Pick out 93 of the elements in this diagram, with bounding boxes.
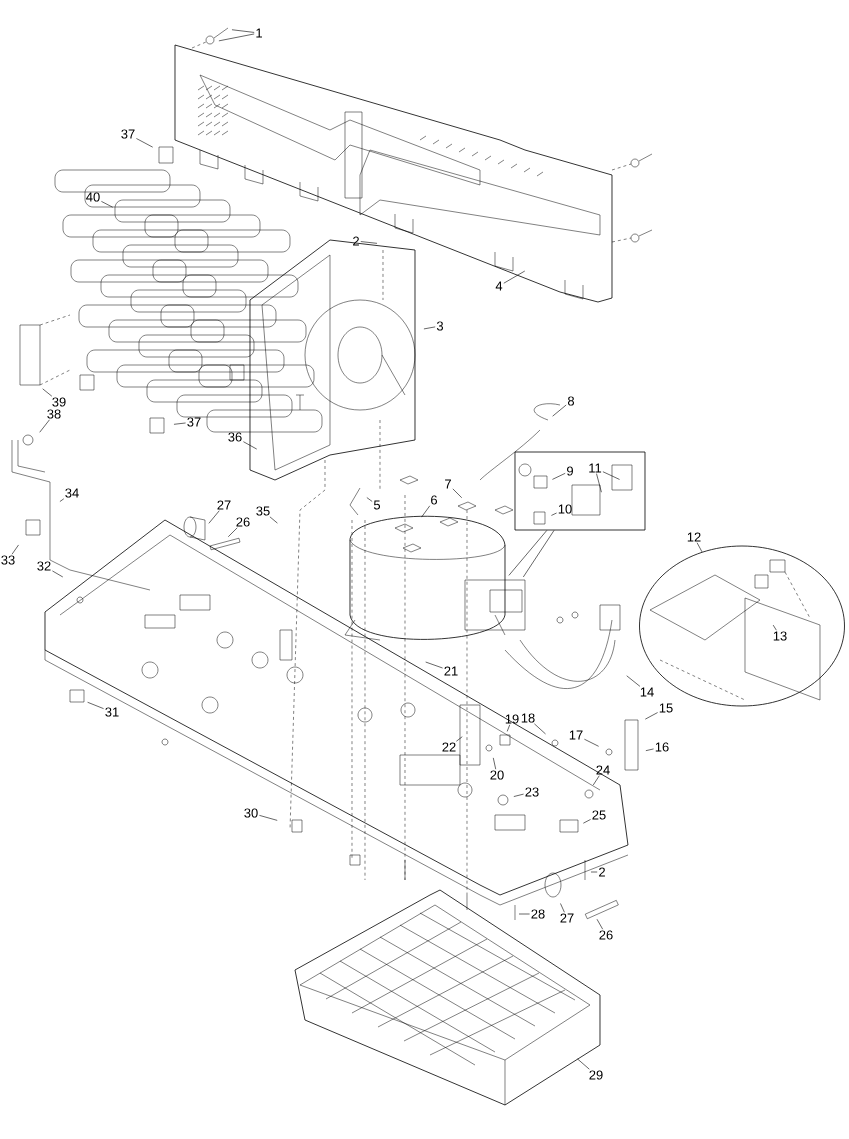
leader-line bbox=[87, 701, 104, 709]
callout-number: 8 bbox=[567, 396, 575, 406]
leader-line bbox=[772, 624, 777, 631]
leader-line bbox=[231, 29, 255, 33]
leader-line bbox=[208, 510, 220, 524]
leader-line bbox=[59, 498, 65, 502]
leader-line bbox=[101, 201, 113, 208]
leader-line bbox=[577, 1058, 590, 1070]
leader-line bbox=[552, 473, 566, 480]
callout-number: 3 bbox=[436, 321, 444, 331]
callout-number: 33 bbox=[1, 555, 15, 565]
callout-number: 26 bbox=[236, 517, 250, 527]
leader-line bbox=[645, 712, 658, 720]
leader-line bbox=[259, 815, 278, 821]
callout-number: 32 bbox=[37, 561, 51, 571]
callout-number: 19 bbox=[505, 714, 519, 724]
callout-number: 13 bbox=[773, 631, 787, 641]
callout-number: 23 bbox=[525, 787, 539, 797]
callout-number: 16 bbox=[655, 742, 669, 752]
callout-number: 27 bbox=[560, 913, 574, 923]
leader-line bbox=[513, 793, 524, 797]
callout-number: 25 bbox=[592, 810, 606, 820]
leader-line bbox=[590, 871, 598, 873]
leader-line bbox=[551, 512, 557, 516]
callout-number: 9 bbox=[567, 466, 573, 476]
leader-line bbox=[508, 530, 548, 576]
leader-line bbox=[366, 497, 373, 502]
leader-line bbox=[52, 570, 64, 578]
leader-line bbox=[218, 33, 255, 42]
callout-number: 30 bbox=[244, 808, 258, 818]
leader-line bbox=[583, 819, 591, 824]
leader-line bbox=[602, 471, 620, 480]
callout-number: 37 bbox=[187, 417, 201, 427]
callout-number: 39 bbox=[52, 397, 66, 407]
leader-line bbox=[534, 723, 546, 735]
leader-line bbox=[596, 473, 602, 493]
callout-number: 1 bbox=[256, 28, 262, 38]
leader-line bbox=[626, 675, 641, 687]
callout-number: 11 bbox=[589, 463, 602, 473]
callout-number: 12 bbox=[687, 532, 701, 542]
leader-line bbox=[584, 738, 599, 747]
leader-line bbox=[423, 326, 436, 330]
callout-number: 27 bbox=[217, 500, 231, 510]
leader-line bbox=[552, 404, 567, 417]
leader-line bbox=[11, 544, 19, 555]
inset-frame bbox=[514, 451, 646, 531]
callout-number: 24 bbox=[596, 765, 610, 775]
callout-number: 6 bbox=[431, 495, 438, 505]
leader-line bbox=[269, 516, 278, 524]
leader-line bbox=[42, 388, 53, 397]
callout-number: 14 bbox=[640, 687, 654, 697]
leader-line bbox=[136, 138, 153, 148]
callout-number: 7 bbox=[445, 479, 451, 489]
leader-line bbox=[518, 913, 530, 915]
leader-line bbox=[696, 542, 703, 553]
callout-number: 15 bbox=[659, 703, 673, 713]
leader-line bbox=[421, 505, 431, 518]
leader-line bbox=[503, 270, 526, 284]
callout-number: 29 bbox=[589, 1070, 603, 1080]
callout-number: 2 bbox=[353, 236, 359, 246]
callout-number: 28 bbox=[531, 909, 545, 919]
callout-number: 17 bbox=[569, 730, 583, 740]
callout-number: 26 bbox=[599, 930, 613, 940]
leader-line bbox=[425, 661, 443, 669]
callout-number: 40 bbox=[86, 192, 100, 202]
leader-line bbox=[227, 527, 238, 538]
leader-line bbox=[645, 748, 654, 751]
callout-number: 18 bbox=[521, 713, 535, 723]
callout-number: 2 bbox=[599, 867, 605, 877]
leader-line bbox=[523, 530, 555, 578]
callout-number: 36 bbox=[228, 432, 242, 442]
callout-number: 21 bbox=[444, 666, 458, 676]
leader-line bbox=[506, 724, 511, 732]
leader-line bbox=[456, 736, 463, 742]
callout-number: 34 bbox=[65, 488, 79, 498]
callout-number: 10 bbox=[558, 504, 572, 514]
callout-number: 5 bbox=[373, 500, 381, 510]
leader-line bbox=[596, 918, 603, 930]
callout-number: 22 bbox=[442, 742, 456, 752]
leader-line bbox=[452, 488, 463, 499]
callout-number: 31 bbox=[105, 707, 119, 717]
leader-line bbox=[173, 422, 186, 425]
callout-number: 38 bbox=[47, 409, 61, 419]
leader-line bbox=[592, 775, 600, 786]
leader-line bbox=[492, 757, 497, 770]
leader-line bbox=[360, 241, 378, 244]
leader-line bbox=[560, 903, 565, 913]
callout-number: 20 bbox=[490, 770, 504, 780]
callout-number: 37 bbox=[121, 129, 135, 139]
leader-line bbox=[243, 441, 258, 450]
callout-number: 35 bbox=[256, 506, 270, 516]
callout-number: 4 bbox=[495, 281, 503, 291]
leader-line bbox=[39, 419, 50, 433]
